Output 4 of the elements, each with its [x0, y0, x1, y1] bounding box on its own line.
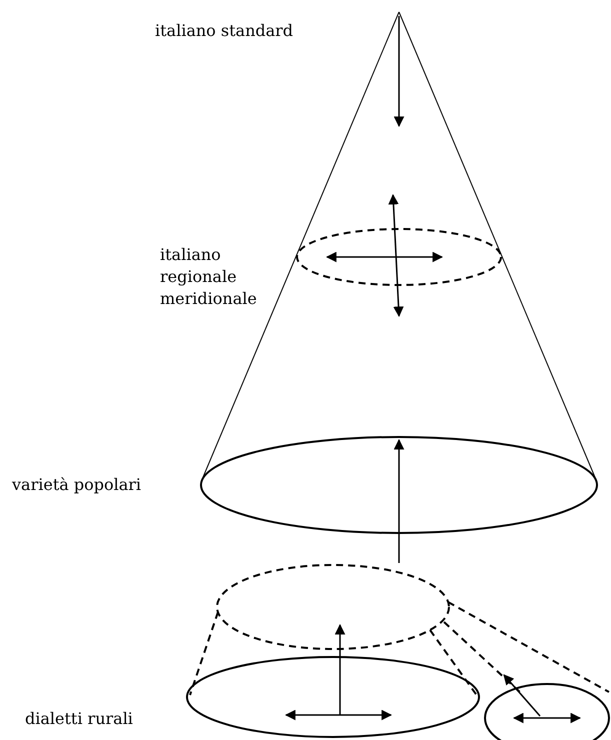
level-label: italiano regionale meridionale — [160, 244, 258, 310]
level-label: italiano standard — [155, 20, 294, 42]
level-label: dialetti rurali — [25, 708, 133, 730]
level-label: varietà popolari — [12, 474, 142, 496]
